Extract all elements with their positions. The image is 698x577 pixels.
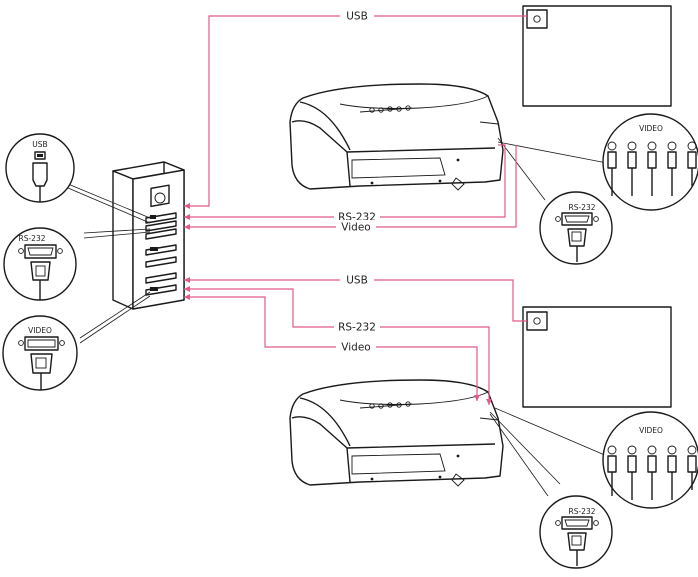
usb-top-label: USB [346, 11, 368, 23]
cable-rs232-bottom: RS-232 [184, 286, 492, 405]
left-video-label: VIDEO [28, 326, 52, 335]
projection-screen-bottom [522, 306, 672, 408]
bnc-connectors-icon [607, 141, 697, 196]
db9-connector-icon [555, 212, 599, 262]
video-bottom-label: Video [341, 342, 370, 354]
right-bottom-video-label: VIDEO [639, 426, 663, 435]
rs232-connector-callout-top: RS-232 [539, 191, 613, 265]
left-rs232-label: RS-232 [19, 234, 46, 243]
usb-plug-icon [32, 151, 48, 202]
db9-connector-icon [18, 244, 63, 300]
projector-top [289, 83, 504, 191]
pc-tower [112, 161, 185, 310]
cable-usb-bottom: USB [184, 273, 527, 322]
bnc-connectors-icon [607, 445, 697, 500]
video-top-label: Video [341, 222, 370, 234]
rs232-connector-callout-left: RS-232 [3, 227, 77, 301]
usb-bottom-label: USB [346, 275, 368, 287]
right-bottom-rs232-label: RS-232 [569, 507, 596, 516]
rs232-bottom-label: RS-232 [338, 322, 376, 334]
db9-connector-icon [555, 516, 599, 566]
cable-usb-top: USB [184, 9, 527, 209]
usb-connector-callout: USB [5, 133, 75, 203]
left-usb-label: USB [32, 140, 47, 149]
bnc-video-callout-top: VIDEO [602, 113, 698, 211]
pc-ports [145, 212, 177, 296]
right-top-rs232-label: RS-232 [569, 203, 596, 212]
video-connector-callout-left: VIDEO [2, 315, 78, 391]
right-top-video-label: VIDEO [639, 124, 663, 133]
cable-video-bottom: Video [184, 294, 480, 401]
projection-screen-top [522, 5, 672, 107]
cable-video-top: Video [184, 145, 517, 234]
projector-bottom [289, 379, 504, 487]
bnc-video-callout-bottom: VIDEO [602, 411, 698, 509]
rs232-connector-callout-bottom: RS-232 [539, 495, 613, 569]
dvi-connector-icon [18, 336, 65, 390]
